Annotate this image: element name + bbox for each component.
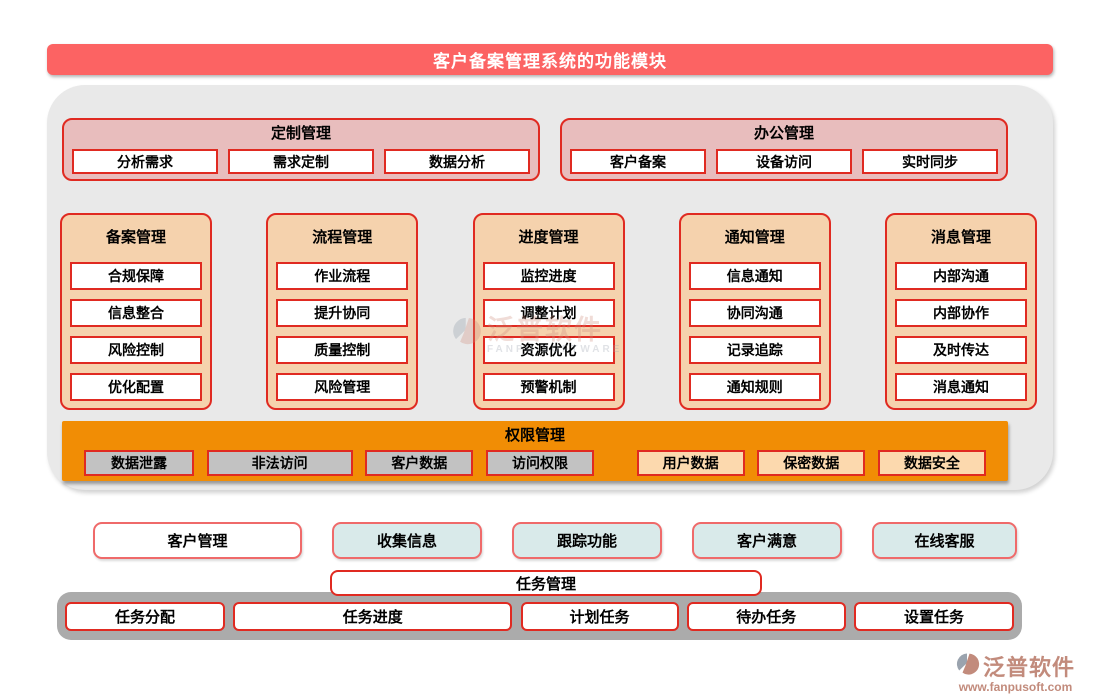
group-office-mgmt: 办公管理 客户备案 设备访问 实时同步	[560, 118, 1008, 181]
module-item: 协同沟通	[688, 299, 821, 327]
module-item: 记录追踪	[688, 336, 821, 364]
group-title: 办公管理	[753, 125, 814, 142]
permission-item: 数据安全	[877, 450, 986, 476]
column-title: 消息管理	[930, 229, 991, 246]
module-item: 质量控制	[276, 336, 409, 364]
module-item: 实时同步	[862, 149, 998, 174]
column-title: 进度管理	[518, 229, 579, 246]
fanpu-logo: 泛普软件 www.fanpusoft.com	[956, 650, 1075, 694]
customer-feature-box: 跟踪功能	[512, 522, 662, 559]
permission-item: 保密数据	[757, 450, 866, 476]
module-item: 合规保障	[70, 262, 202, 290]
column-message-mgmt: 消息管理 内部沟通 内部协作 及时传达 消息通知	[885, 213, 1037, 410]
permission-bar-title: 权限管理	[504, 427, 565, 444]
column-title: 备案管理	[105, 229, 166, 246]
module-item: 通知规则	[688, 373, 821, 401]
permission-item: 访问权限	[485, 450, 594, 476]
column-progress-mgmt: 进度管理 监控进度 调整计划 资源优化 预警机制	[472, 213, 625, 410]
permission-items: 数据泄露 非法访问 客户数据 访问权限 用户数据 保密数据 数据安全	[62, 450, 1008, 476]
permission-item: 用户数据	[636, 450, 745, 476]
module-item: 监控进度	[482, 262, 615, 290]
fanpu-logo-url: www.fanpusoft.com	[958, 680, 1073, 694]
group-title: 定制管理	[270, 125, 331, 142]
top-groups-row: 定制管理 分析需求 需求定制 数据分析 办公管理 客户备案 设备访问 实时同步	[62, 118, 1008, 181]
module-item: 分析需求	[72, 149, 218, 174]
column-title: 流程管理	[312, 229, 373, 246]
module-item: 调整计划	[482, 299, 615, 327]
fanpu-logo-row: 泛普软件	[956, 650, 1075, 682]
task-item: 待办任务	[686, 601, 846, 631]
module-item: 内部协作	[895, 299, 1027, 327]
module-item: 内部沟通	[895, 262, 1027, 290]
module-item: 客户备案	[570, 149, 706, 174]
permission-item: 客户数据	[365, 450, 474, 476]
module-item: 预警机制	[482, 373, 615, 401]
task-item: 计划任务	[520, 601, 679, 631]
permission-item: 数据泄露	[84, 450, 194, 476]
module-item: 作业流程	[276, 262, 409, 290]
customer-feature-box: 收集信息	[332, 522, 482, 559]
permission-item: 非法访问	[206, 450, 353, 476]
group-items: 客户备案 设备访问 实时同步	[570, 149, 998, 174]
module-item: 提升协同	[276, 299, 409, 327]
customer-mgmt-box: 客户管理	[93, 522, 302, 559]
fanpu-logo-text: 泛普软件	[982, 655, 1075, 680]
module-item: 信息通知	[688, 262, 821, 290]
group-customization-mgmt: 定制管理 分析需求 需求定制 数据分析	[62, 118, 540, 181]
customer-feature-row: 客户管理 收集信息 跟踪功能 客户满意 在线客服	[93, 522, 1017, 559]
module-item: 设备访问	[716, 149, 852, 174]
page-title: 客户备案管理系统的功能模块	[47, 44, 1053, 75]
task-mgmt-title: 任务管理	[330, 570, 762, 596]
customer-feature-box: 在线客服	[872, 522, 1017, 559]
group-items: 分析需求 需求定制 数据分析	[72, 149, 530, 174]
module-item: 资源优化	[482, 336, 615, 364]
module-item: 优化配置	[70, 373, 202, 401]
fanpu-logo-icon	[956, 652, 980, 681]
module-item: 信息整合	[70, 299, 202, 327]
module-item: 消息通知	[895, 373, 1027, 401]
module-columns-row: 备案管理 合规保障 信息整合 风险控制 优化配置 流程管理 作业流程 提升协同 …	[60, 213, 1037, 410]
main-panel: 定制管理 分析需求 需求定制 数据分析 办公管理 客户备案 设备访问 实时同步 …	[47, 85, 1053, 490]
task-item: 任务进度	[233, 601, 513, 631]
module-item: 需求定制	[228, 149, 374, 174]
task-item: 设置任务	[854, 601, 1014, 631]
column-title: 通知管理	[724, 229, 785, 246]
column-notice-mgmt: 通知管理 信息通知 协同沟通 记录追踪 通知规则	[678, 213, 831, 410]
column-process-mgmt: 流程管理 作业流程 提升协同 质量控制 风险管理	[266, 213, 419, 410]
module-item: 及时传达	[895, 336, 1027, 364]
task-bar: 任务分配 任务进度 计划任务 待办任务 设置任务	[57, 592, 1022, 640]
task-item: 任务分配	[65, 601, 225, 631]
column-record-mgmt: 备案管理 合规保障 信息整合 风险控制 优化配置	[60, 213, 212, 410]
module-item: 风险管理	[276, 373, 409, 401]
permission-bar: 权限管理 数据泄露 非法访问 客户数据 访问权限 用户数据 保密数据 数据安全	[62, 421, 1008, 481]
module-item: 数据分析	[384, 149, 530, 174]
customer-feature-box: 客户满意	[692, 522, 842, 559]
module-item: 风险控制	[70, 336, 202, 364]
